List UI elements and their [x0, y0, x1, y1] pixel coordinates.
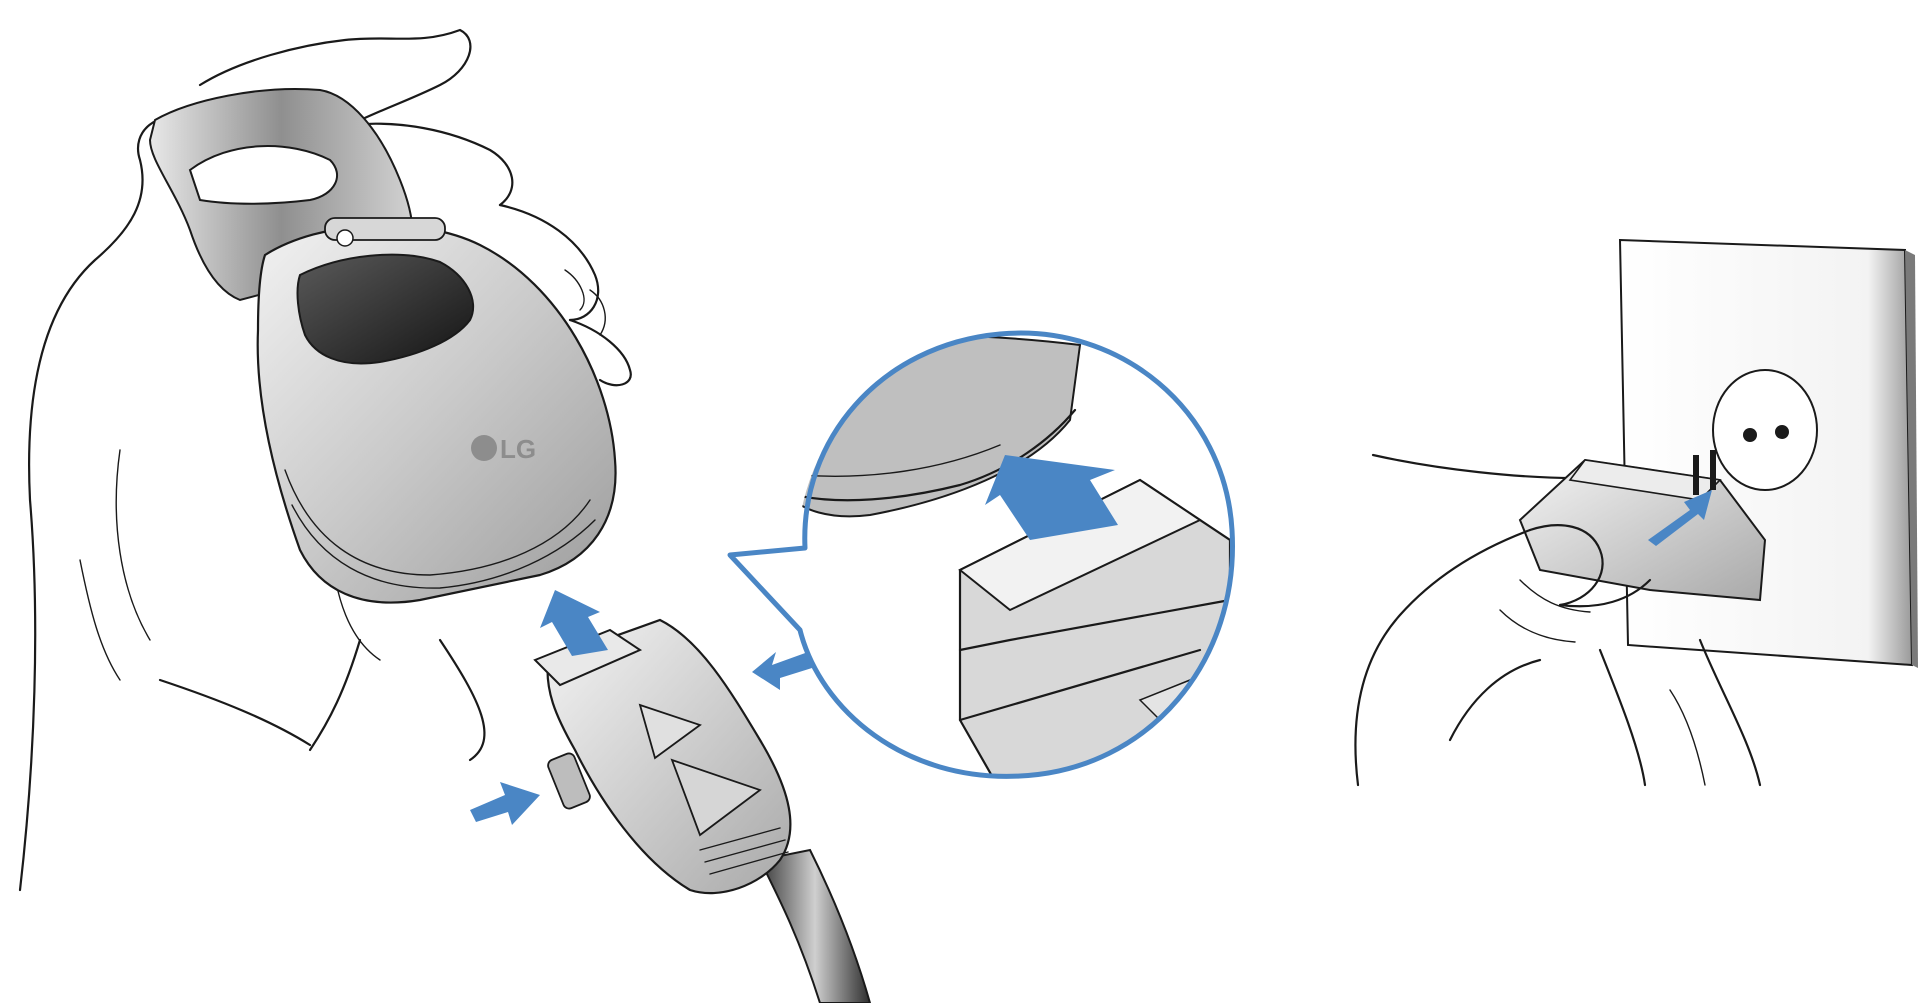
arrow-right-icon — [470, 782, 540, 825]
wall-socket — [1713, 370, 1817, 490]
arrow-up-icon — [540, 590, 608, 656]
wall-outlet-panel — [1355, 240, 1918, 785]
flip-phone: LG — [150, 89, 616, 603]
phone-logo-text: LG — [500, 434, 536, 464]
connector-detail-magnifier — [730, 320, 1260, 790]
arrow-left-icon — [752, 652, 812, 690]
